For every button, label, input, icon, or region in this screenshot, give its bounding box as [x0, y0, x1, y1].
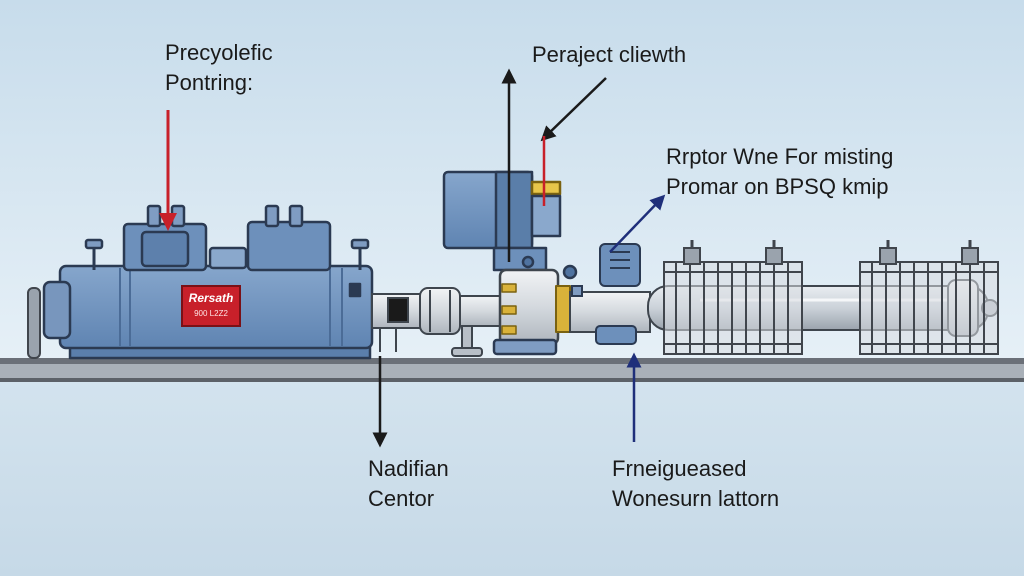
- ground-rail: [0, 358, 1024, 382]
- label-top-center-line1: Peraject cliewth: [532, 42, 687, 67]
- label-right-upper: Rrptor Wne For misting Promar on BPSQ km…: [666, 142, 893, 202]
- label-bottom-right-line2: Wonesurn lattorn: [612, 486, 780, 511]
- label-top-left: Precyolefic Pontring:: [165, 38, 273, 98]
- label-bottom-left-line2: Centor: [368, 486, 435, 511]
- label-bottom-left-line1: Nadifian: [368, 456, 449, 481]
- label-top-left-line2: Pontring:: [165, 70, 254, 95]
- heater-cage-right: [859, 240, 999, 355]
- arrow-top-center-diag: [540, 77, 607, 142]
- label-top-center: Peraject cliewth: [532, 40, 686, 70]
- label-right-upper-line1: Rrptor Wne For misting: [666, 144, 894, 169]
- label-right-upper-line2: Promar on BPSQ kmip: [666, 174, 889, 199]
- motor-plate-brand: Rersath: [189, 291, 234, 305]
- arrow-right-upper: [609, 194, 666, 253]
- valve-housing: [569, 243, 651, 345]
- label-bottom-left: Nadifian Centor: [368, 454, 449, 514]
- label-bottom-right: Frneigueased Wonesurn lattorn: [612, 454, 779, 514]
- label-top-left-line1: Precyolefic: [165, 40, 273, 65]
- label-bottom-right-line1: Frneigueased: [612, 456, 747, 481]
- floor-area: [0, 380, 1024, 576]
- motor-nameplate: Rersath 900 L2Z2: [181, 285, 241, 327]
- left-post: [27, 287, 41, 359]
- motor-plate-subtext: 900 L2Z2: [194, 309, 228, 318]
- heater-cage-left: [663, 240, 803, 355]
